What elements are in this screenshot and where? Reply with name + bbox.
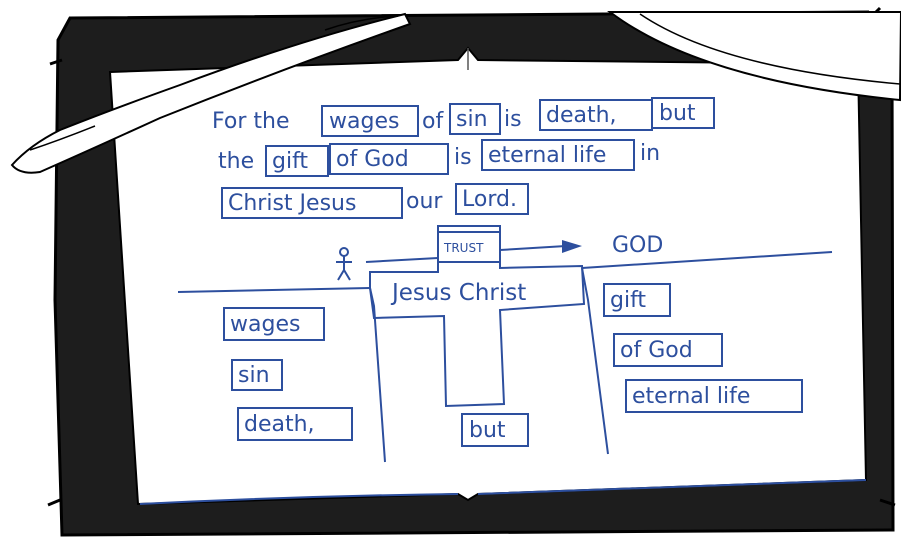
word-box (221, 187, 403, 219)
word-box (625, 379, 803, 413)
verse-word-death: death, (546, 103, 617, 128)
arrow-line-right (499, 245, 567, 251)
verse-text: of (422, 109, 444, 134)
page-curl-bottom (139, 479, 867, 505)
right-word-of-god: of God (620, 338, 693, 363)
word-box (321, 105, 419, 137)
word-box (651, 97, 715, 129)
left-cliff-line (177, 287, 371, 293)
fork-icon (10, 12, 412, 174)
verse-text: in (640, 141, 660, 166)
verse-text: is (454, 145, 472, 170)
trust-box (437, 231, 501, 263)
left-word-wages: wages (230, 312, 300, 337)
word-box (613, 333, 723, 367)
right-chasm-edge (581, 267, 609, 455)
arrow-line-left (365, 257, 439, 263)
verse-line-2: the gift of God is eternal life in (218, 139, 660, 177)
verse-line-3: Christ Jesus our Lord. (221, 183, 529, 219)
person-icon (336, 247, 352, 281)
right-column: gift of God eternal life (603, 283, 803, 413)
right-cliff-line (581, 251, 833, 269)
verse-text: is (504, 107, 522, 132)
word-box (481, 139, 635, 171)
word-box (449, 103, 501, 135)
verse-text: For the (212, 109, 289, 134)
left-word-sin: sin (238, 363, 270, 388)
right-word-gift: gift (610, 288, 646, 313)
verse-word-wages: wages (329, 109, 399, 134)
right-word-eternal-life: eternal life (632, 384, 750, 409)
word-box (223, 307, 325, 341)
verse-word-lord: Lord. (462, 187, 517, 212)
verse-line-1: For the wages of sin is death, but (212, 97, 715, 137)
word-box (231, 359, 283, 391)
cross-bottom-but: but (469, 418, 506, 443)
word-box (265, 145, 329, 177)
verse-word-sin: sin (456, 107, 488, 132)
cover-edge-marks (47, 6, 896, 507)
verse-word-eternal-life: eternal life (488, 143, 606, 168)
cross-label-jesus-christ: Jesus Christ (390, 280, 526, 306)
word-box (461, 413, 529, 447)
verse-text: the (218, 149, 254, 174)
verse-word-but: but (659, 101, 696, 126)
plate-icon (607, 11, 901, 102)
verse-word-of-god: of God (336, 147, 409, 172)
word-box (603, 283, 671, 317)
god-label: GOD (612, 233, 663, 258)
cross: Jesus Christ (369, 225, 586, 408)
word-box (237, 407, 353, 441)
word-box (455, 183, 529, 215)
word-box (539, 99, 653, 131)
verse-word-gift: gift (272, 149, 308, 174)
arrow-right-icon (562, 240, 582, 253)
trust-label: TRUST (443, 241, 484, 255)
left-column: wages sin death, (223, 307, 353, 441)
word-box (329, 143, 449, 175)
verse-text: our (406, 189, 443, 214)
verse-word-christ-jesus: Christ Jesus (228, 191, 356, 216)
left-word-death: death, (244, 412, 315, 437)
